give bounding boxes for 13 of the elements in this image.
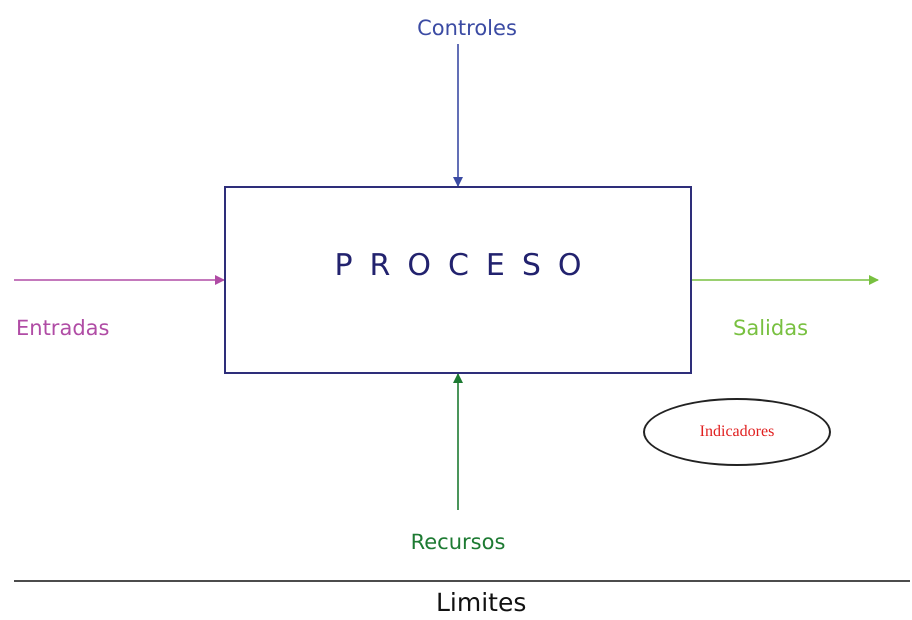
- flow-label: Controles: [387, 12, 547, 44]
- edge-label: Entradas: [16, 316, 110, 340]
- edge-label: Salidas: [733, 316, 808, 340]
- arrow: [14, 275, 225, 285]
- boundary-label: Limites: [436, 588, 526, 617]
- process-box: [224, 186, 692, 374]
- arrow: [453, 44, 463, 187]
- flow-label: Recursos: [378, 526, 538, 558]
- indicator-ellipse: [643, 398, 831, 466]
- process-title: PROCESO: [334, 248, 599, 283]
- arrow: [692, 275, 879, 285]
- arrow: [453, 373, 463, 510]
- indicator-label: Indicadores: [700, 423, 774, 441]
